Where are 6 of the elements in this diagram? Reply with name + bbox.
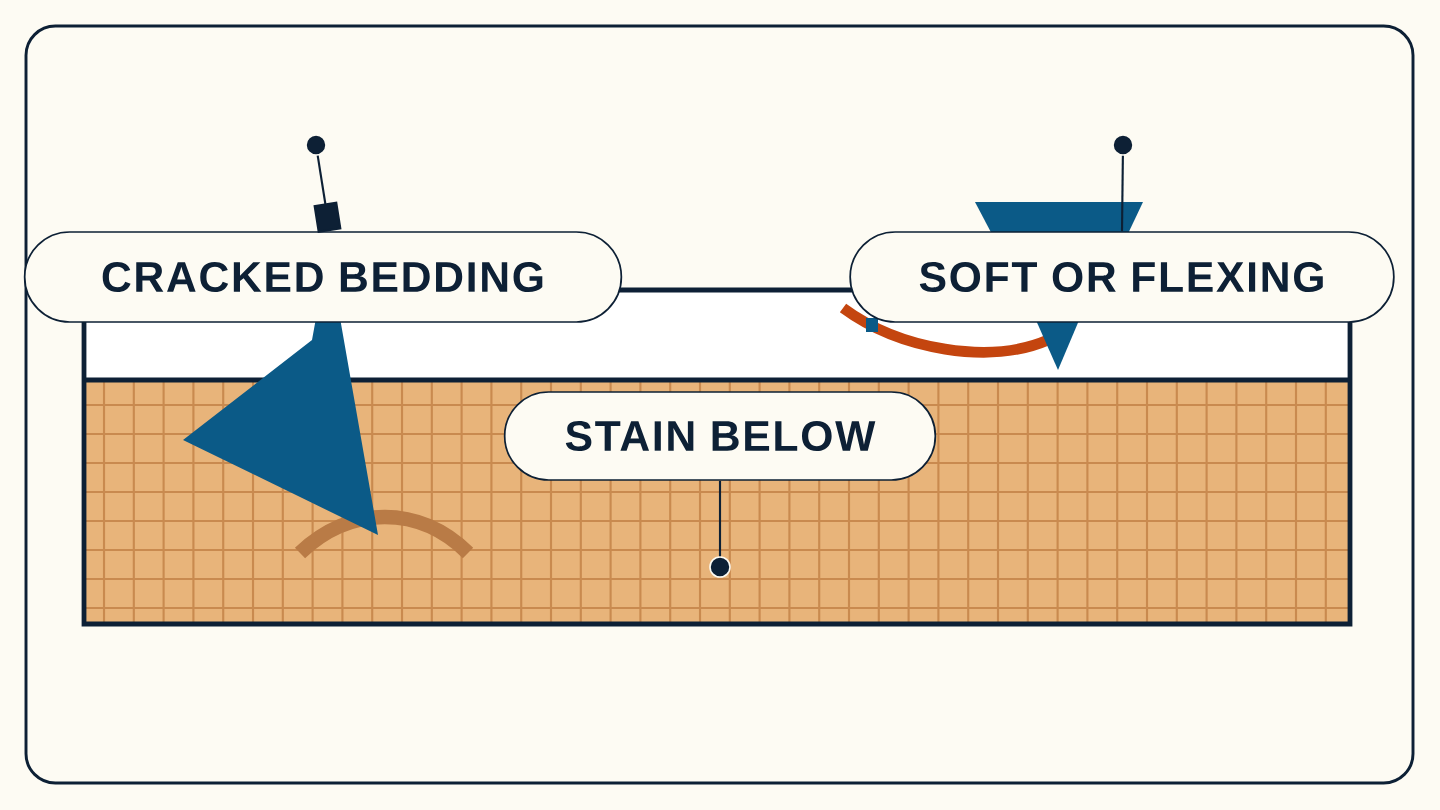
- leader-line: [313, 155, 342, 233]
- leader-line: [718, 480, 722, 557]
- callout-label: CRACKED BEDDING: [23, 231, 623, 323]
- callout-label: SOFT OR FLEXING: [849, 231, 1395, 323]
- leader-line: [1120, 155, 1124, 232]
- callout-label: STAIN BELOW: [503, 391, 937, 481]
